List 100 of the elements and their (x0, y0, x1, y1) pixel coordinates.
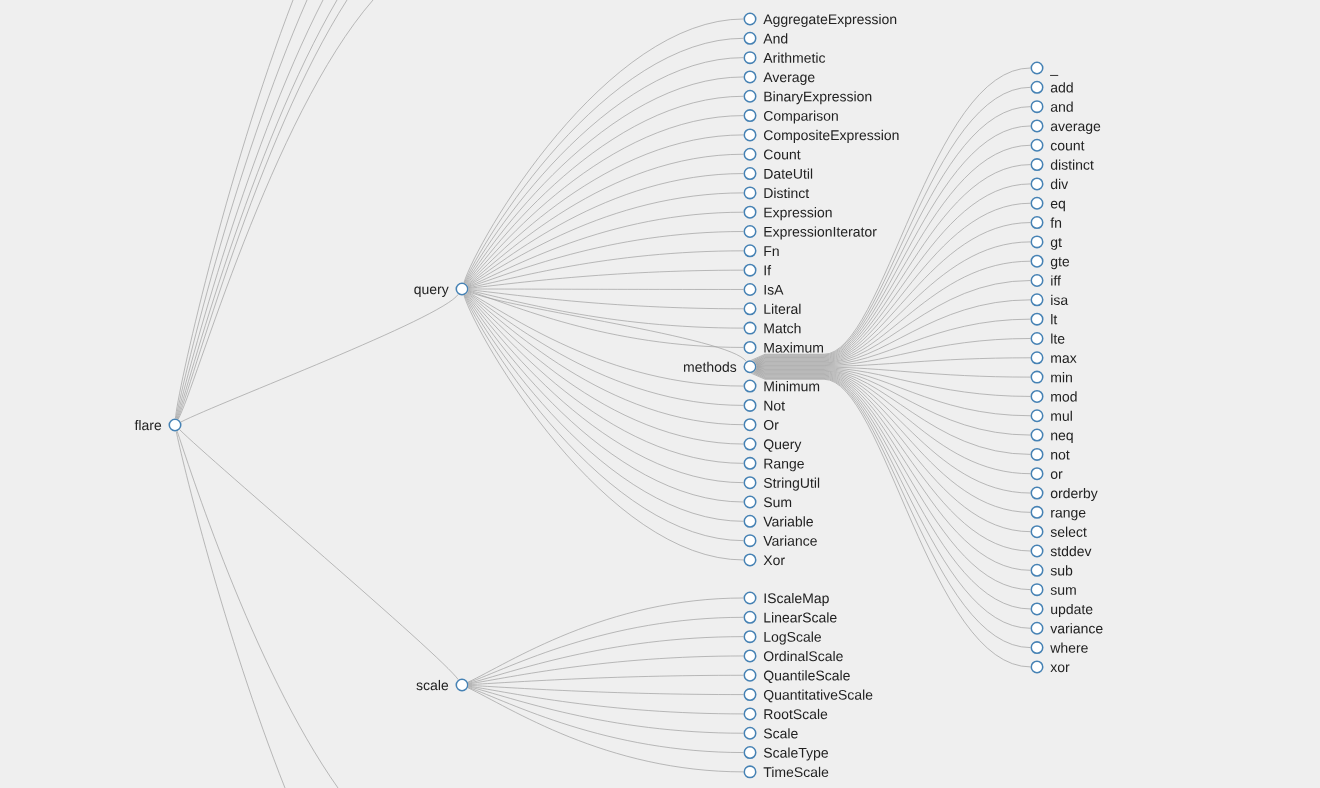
node-label: LinearScale (764, 612, 837, 623)
node-label: sum (1050, 587, 1076, 595)
node-label: AggregateExpression (763, 13, 897, 27)
link-curve (467, 192, 744, 287)
node-label: Minimum (764, 381, 820, 392)
link-curve (467, 173, 744, 286)
node-label: And (763, 33, 788, 44)
link-curve (755, 368, 1031, 475)
node-label: Range (764, 458, 804, 472)
node-label: methods (683, 361, 737, 372)
node-label: _ (1050, 74, 1059, 76)
node-label: DateUtil (764, 168, 813, 179)
link-curve (468, 290, 744, 329)
link-curve (467, 686, 744, 734)
node-label: orderby (1050, 487, 1098, 501)
link-curve (755, 368, 1031, 455)
node-label: Comparison (764, 110, 838, 124)
node-label: BinaryExpression (764, 91, 872, 105)
link-curve (468, 250, 744, 289)
node-label: stddev (1050, 545, 1092, 557)
node-label: count (1050, 141, 1085, 151)
node-label: Fn (764, 246, 779, 256)
node-label: LogScale (764, 631, 821, 645)
node-label: average (1050, 123, 1101, 134)
node-label: Scale (763, 728, 798, 739)
link-curve (467, 686, 744, 753)
link-curve (467, 597, 744, 683)
link-curve (468, 684, 744, 695)
node-label: or (1050, 471, 1063, 479)
link-curve (468, 685, 744, 715)
node-label: eq (1050, 200, 1065, 212)
node-label: ExpressionIterator (764, 226, 877, 240)
node-label: Maximum (764, 342, 823, 353)
link-curve (756, 357, 1031, 367)
node-label: Expression (764, 207, 832, 221)
link-curve (468, 289, 744, 310)
node-label: select (1050, 526, 1087, 537)
link-curve (468, 674, 744, 686)
node-label: Average (763, 72, 815, 85)
node-label: div (1050, 178, 1069, 190)
node-label: xor (1050, 664, 1070, 673)
node-label: OrdinalScale (763, 650, 843, 662)
node-label: and (1050, 101, 1073, 112)
node-label: distinct (1050, 159, 1094, 170)
node-label: QuantileScale (763, 670, 850, 683)
node-label: range (1051, 509, 1086, 521)
node-label: CompositeExpression (764, 129, 899, 143)
link-curve (756, 366, 1031, 378)
node-label: isa (1051, 294, 1069, 306)
link-curve (180, 293, 459, 423)
node-label: where (1050, 642, 1088, 653)
node-label: Or (763, 420, 779, 430)
link-curve (467, 211, 744, 287)
node-label: add (1050, 82, 1073, 93)
node-label: Sum (763, 497, 792, 508)
node-label: If (764, 265, 772, 276)
node-label: Variable (763, 516, 813, 527)
node-label: IScaleMap (764, 592, 829, 606)
link-curve (755, 280, 1031, 366)
node-label: min (1051, 372, 1072, 383)
node-label: fn (1050, 217, 1062, 228)
node-label: gt (1050, 237, 1062, 250)
node-label: update (1051, 603, 1093, 617)
node-label: Count (764, 149, 801, 160)
link-curve (467, 616, 744, 684)
node-label: Query (763, 439, 802, 452)
link-curve (467, 687, 744, 773)
link-curve (756, 367, 1031, 417)
node-label: Literal (764, 303, 801, 314)
node-label: Arithmetic (763, 52, 826, 63)
node-label: mod (1051, 391, 1077, 402)
node-label: Match (764, 323, 801, 334)
node-label: QuantitativeScale (763, 689, 873, 703)
link-curve (468, 269, 744, 289)
node-label: mul (1051, 410, 1072, 421)
node-label: scale (416, 679, 449, 691)
node-label: IsA (764, 284, 784, 295)
node-label: neq (1051, 432, 1073, 444)
node-label: StringUtil (763, 477, 820, 491)
link-curve (467, 231, 744, 288)
link-curve (755, 299, 1031, 366)
node-label: Distinct (764, 187, 810, 199)
node-label: flare (134, 419, 162, 431)
node-label: max (1051, 355, 1077, 363)
node-label: Variance (763, 535, 817, 546)
node-label: TimeScale (763, 766, 829, 778)
link-curve (176, 430, 339, 788)
node-label: Not (764, 400, 785, 411)
node-label: gte (1050, 257, 1070, 270)
link-curve (467, 291, 747, 362)
link-curve (179, 429, 459, 681)
link-curve (755, 260, 1031, 365)
node-label: query (414, 286, 449, 297)
node-label: lte (1051, 333, 1065, 344)
node-label: not (1051, 450, 1070, 460)
link-curve (467, 292, 744, 406)
link-curve (175, 431, 286, 788)
link-curve (468, 288, 744, 290)
node-label: iff (1051, 275, 1061, 286)
link-curve (467, 290, 744, 348)
